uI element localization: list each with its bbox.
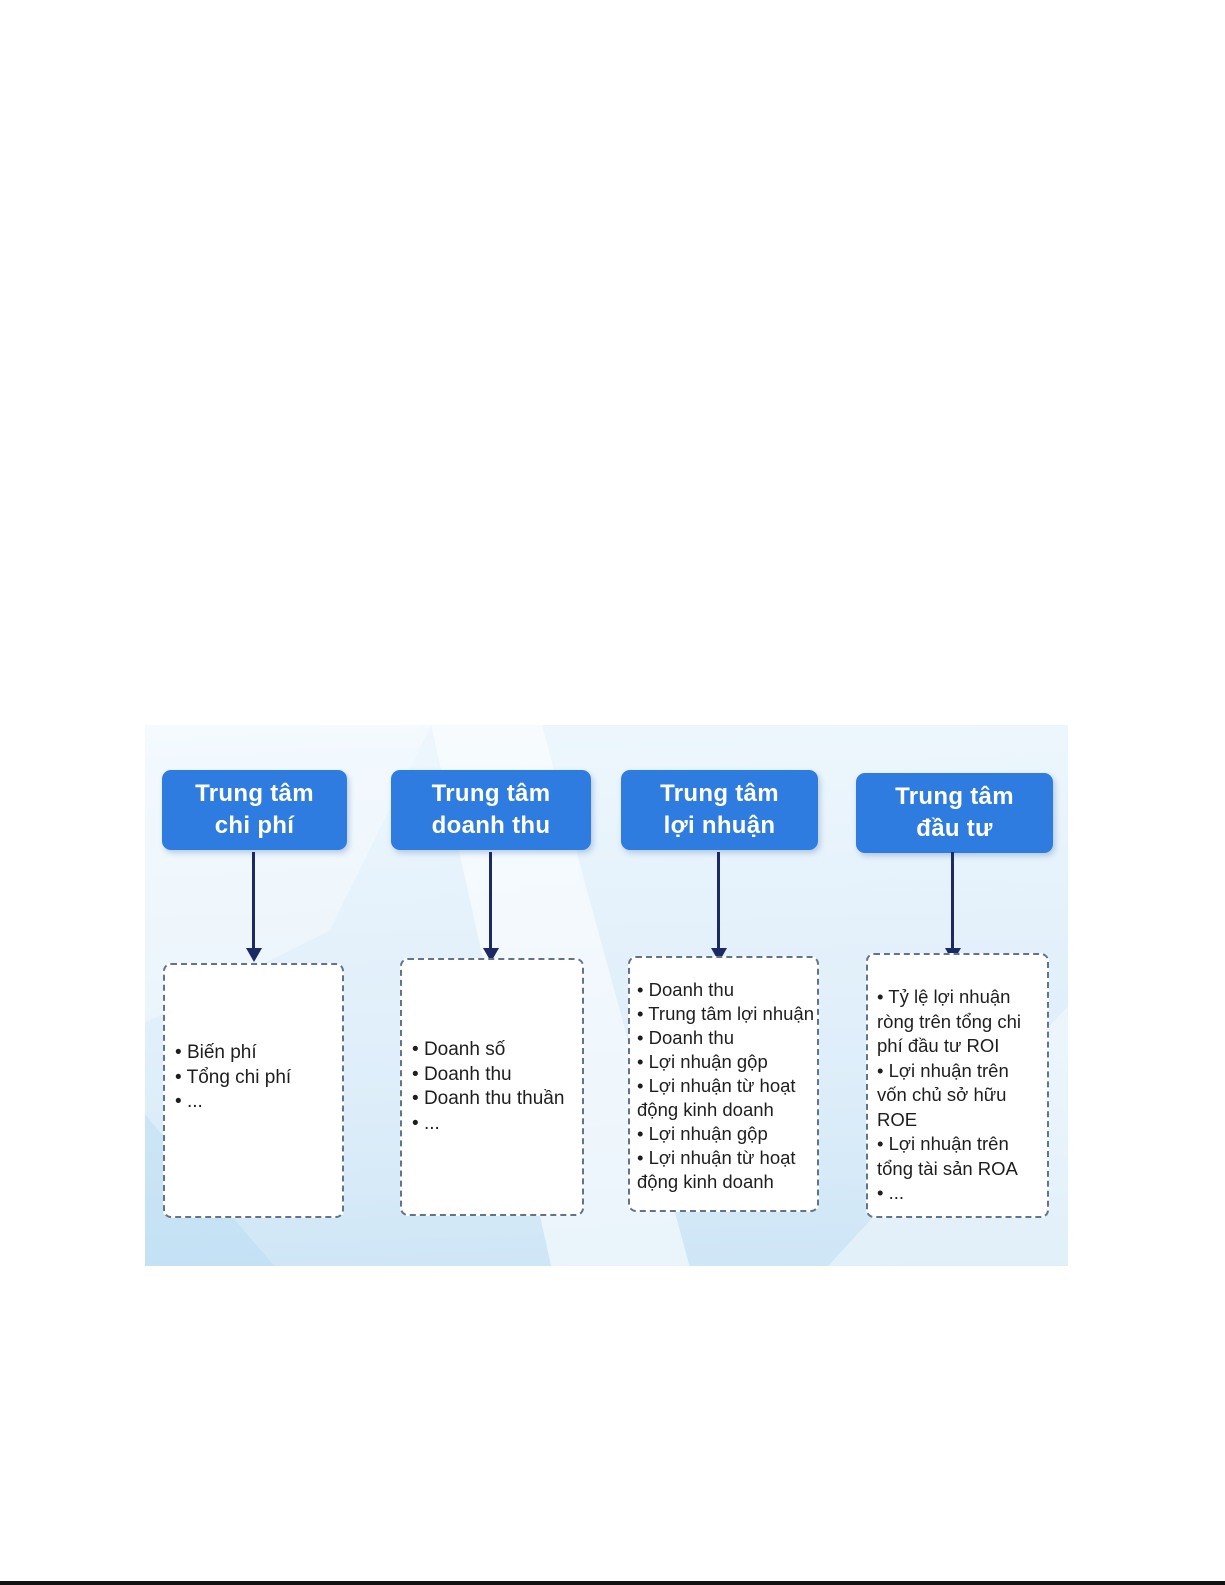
list-item-text: Lợi nhuận trên tổng tài sản ROA xyxy=(877,1133,1018,1179)
list-item-text: Tỷ lệ lợi nhuận ròng trên tổng chi phí đ… xyxy=(877,986,1021,1056)
detail-box: • Doanh số• Doanh thu• Doanh thu thuần• … xyxy=(400,958,584,1216)
list-item: • Lợi nhuận trên vốn chủ sở hữu ROE xyxy=(877,1059,1043,1133)
arrow-shaft xyxy=(717,852,720,949)
header-title-line1: Trung tâm xyxy=(660,780,779,807)
list-item-text: Doanh thu xyxy=(423,1063,512,1085)
list-item: • ... xyxy=(175,1090,334,1115)
arrow-head xyxy=(246,948,262,962)
header-title-line1: Trung tâm xyxy=(195,780,314,807)
list-item: • Lợi nhuận gộp xyxy=(637,1050,814,1074)
bullet-list: • Tỷ lệ lợi nhuận ròng trên tổng chi phí… xyxy=(877,985,1043,1206)
list-item: • Doanh số xyxy=(412,1038,576,1063)
list-item-text: Lợi nhuận gộp xyxy=(648,1123,768,1144)
list-item-text: Lợi nhuận gộp xyxy=(648,1051,768,1072)
bullet-glyph: • xyxy=(175,1042,182,1063)
bullet-glyph: • xyxy=(877,986,884,1007)
down-arrow xyxy=(483,852,499,964)
header-title-line1: Trung tâm xyxy=(895,783,1014,810)
bullet-glyph: • xyxy=(637,1123,644,1144)
list-item-text: Biến phí xyxy=(186,1042,257,1063)
list-item: • Doanh thu xyxy=(637,1026,814,1050)
arrow-shaft xyxy=(252,852,255,949)
bullet-list: • Doanh số• Doanh thu• Doanh thu thuần• … xyxy=(412,1038,576,1136)
list-item: • Doanh thu xyxy=(637,978,814,1002)
list-item-text: Doanh thu thuần xyxy=(423,1088,565,1109)
bullet-glyph: • xyxy=(412,1088,419,1109)
bullet-glyph: • xyxy=(877,1133,884,1154)
header-title-line1: Trung tâm xyxy=(431,780,551,807)
bullet-glyph: • xyxy=(637,979,644,1000)
down-arrow xyxy=(945,852,961,964)
header-title-line2: lợi nhuận xyxy=(663,812,776,839)
header-title-line2: chi phí xyxy=(214,812,295,839)
bullet-glyph: • xyxy=(877,1059,884,1081)
bullet-glyph: • xyxy=(175,1091,182,1112)
list-item-text: Doanh số xyxy=(423,1039,506,1060)
list-item-text: Tổng chi phí xyxy=(186,1066,292,1088)
bullet-list: • Doanh thu• Trung tâm lợi nhuận• Doanh … xyxy=(637,978,814,1194)
list-item-text: Lợi nhuận trên vốn chủ sở hữu ROE xyxy=(877,1059,1009,1130)
down-arrow xyxy=(246,852,262,964)
list-item-text: Doanh thu xyxy=(648,979,734,1000)
list-item: • Doanh thu xyxy=(412,1063,576,1088)
bullet-glyph: • xyxy=(877,1182,884,1203)
bullet-glyph: • xyxy=(412,1112,419,1134)
list-item-text: ... xyxy=(186,1091,203,1112)
list-item-text: Trung tâm lợi nhuận xyxy=(648,1003,814,1024)
arrow-shaft xyxy=(489,852,492,949)
header-box: Trung tâm lợi nhuận xyxy=(621,770,818,850)
list-item: • Tổng chi phí xyxy=(175,1066,334,1091)
detail-box: • Tỷ lệ lợi nhuận ròng trên tổng chi phí… xyxy=(866,953,1049,1218)
list-item-text: ... xyxy=(888,1182,905,1203)
header-title-line2: đầu tư xyxy=(916,815,993,842)
detail-box: • Biến phí• Tổng chi phí• ... xyxy=(163,963,344,1218)
bullet-glyph: • xyxy=(637,1051,644,1072)
list-item: • ... xyxy=(412,1112,576,1137)
list-item: • Lợi nhuận trên tổng tài sản ROA xyxy=(877,1132,1043,1181)
header-box: Trung tâm chi phí xyxy=(162,770,347,850)
list-item-text: Lợi nhuận từ hoạt động kinh doanh xyxy=(637,1075,796,1120)
bullet-list: • Biến phí• Tổng chi phí• ... xyxy=(175,1041,334,1115)
list-item: • Biến phí xyxy=(175,1041,334,1066)
list-item: • Lợi nhuận gộp xyxy=(637,1122,814,1146)
list-item: • Doanh thu thuần xyxy=(412,1087,576,1112)
detail-box: • Doanh thu• Trung tâm lợi nhuận• Doanh … xyxy=(628,956,819,1212)
list-item: • Tỷ lệ lợi nhuận ròng trên tổng chi phí… xyxy=(877,985,1043,1059)
list-item: • Lợi nhuận từ hoạt động kinh doanh xyxy=(637,1146,814,1194)
bullet-glyph: • xyxy=(637,1027,644,1048)
bullet-glyph: • xyxy=(637,1003,644,1024)
bullet-glyph: • xyxy=(412,1039,419,1060)
list-item-text: ... xyxy=(423,1112,440,1134)
bullet-glyph: • xyxy=(637,1147,644,1168)
header-box: Trung tâm đầu tư xyxy=(856,773,1053,853)
bullet-glyph: • xyxy=(175,1066,182,1088)
bullet-glyph: • xyxy=(412,1063,419,1085)
bottom-border-line xyxy=(0,1581,1225,1585)
bullet-glyph: • xyxy=(637,1075,644,1096)
header-box: Trung tâm doanh thu xyxy=(391,770,591,850)
list-item: • Lợi nhuận từ hoạt động kinh doanh xyxy=(637,1074,814,1122)
list-item: • ... xyxy=(877,1181,1043,1206)
list-item-text: Doanh thu xyxy=(648,1027,734,1048)
down-arrow xyxy=(711,852,727,964)
list-item: • Trung tâm lợi nhuận xyxy=(637,1002,814,1026)
header-title-line2: doanh thu xyxy=(431,812,551,839)
list-item-text: Lợi nhuận từ hoạt động kinh doanh xyxy=(637,1147,796,1192)
arrow-shaft xyxy=(951,852,954,949)
